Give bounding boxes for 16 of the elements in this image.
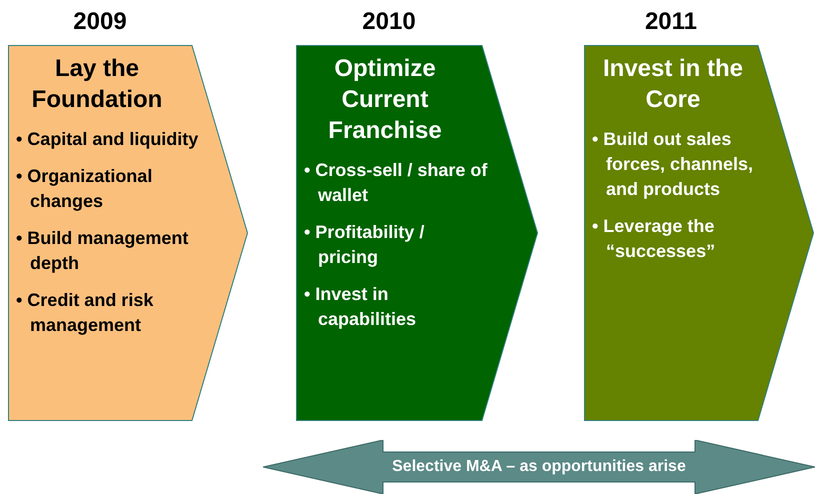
bullet-item: • Build management depth <box>16 227 190 275</box>
bullet-item: • Profitability / pricing <box>304 221 426 269</box>
bullet-item: • Capital and liquidity <box>16 128 200 151</box>
bullet-item: • Organizational changes <box>16 165 154 213</box>
year-label: 2010 <box>361 7 417 37</box>
arrow-label: Selective M&A – as opportunities arise <box>392 457 686 477</box>
stage-heading: Lay the Foundation <box>30 54 164 115</box>
year-label: 2011 <box>644 7 698 37</box>
bullet-item: • Leverage the “successes” <box>592 215 716 263</box>
stage-heading: Optimize Current Franchise <box>327 54 443 146</box>
bullet-item: • Cross-sell / share of wallet <box>304 159 488 207</box>
year-label: 2009 <box>72 7 128 37</box>
bullet-item: • Credit and risk management <box>16 289 154 337</box>
stage-heading: Invest in the Core <box>602 54 744 115</box>
bullet-item: • Invest in capabilities <box>304 283 418 331</box>
bullet-item: • Build out sales forces, channels, and products <box>592 128 754 201</box>
